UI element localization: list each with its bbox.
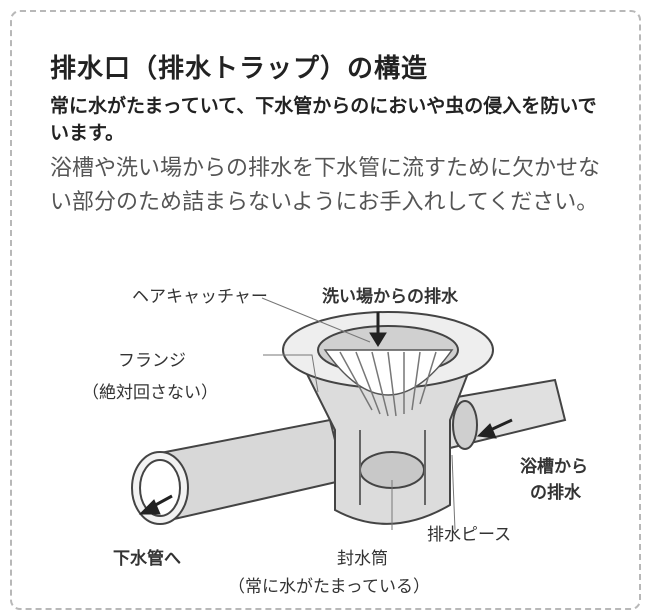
- label-to-sewer: 下水管へ: [113, 549, 181, 569]
- label-from-bathtub-1: 浴槽から: [520, 457, 588, 477]
- hair-catcher: [323, 349, 454, 417]
- label-seal-note: （常に水がたまっている）: [228, 577, 430, 597]
- outlet-pipe: [131, 418, 347, 525]
- body-text: 浴槽や洗い場からの排水を下水管に流すために欠かせない部分のため詰まらないようにお…: [50, 156, 601, 215]
- label-seal-cylinder: 封水筒: [337, 549, 388, 569]
- label-from-wash-area: 洗い場からの排水: [322, 287, 458, 307]
- label-from-bathtub-2: の排水: [530, 483, 581, 503]
- label-hair-catcher: ヘアキャッチャー: [132, 287, 268, 307]
- pointer-lines: [261, 297, 456, 531]
- label-drain-piece: 排水ピース: [427, 525, 512, 545]
- label-flange: フランジ: [118, 351, 186, 371]
- page-title: 排水口（排水トラップ）の構造: [50, 54, 429, 84]
- label-flange-note: （絶対回さない）: [82, 383, 218, 403]
- dashed-frame: [10, 10, 641, 610]
- lead-text: 常に水がたまっていて、下水管からのにおいや虫の侵入を防いでいます。: [50, 95, 597, 144]
- arrows: [138, 312, 513, 515]
